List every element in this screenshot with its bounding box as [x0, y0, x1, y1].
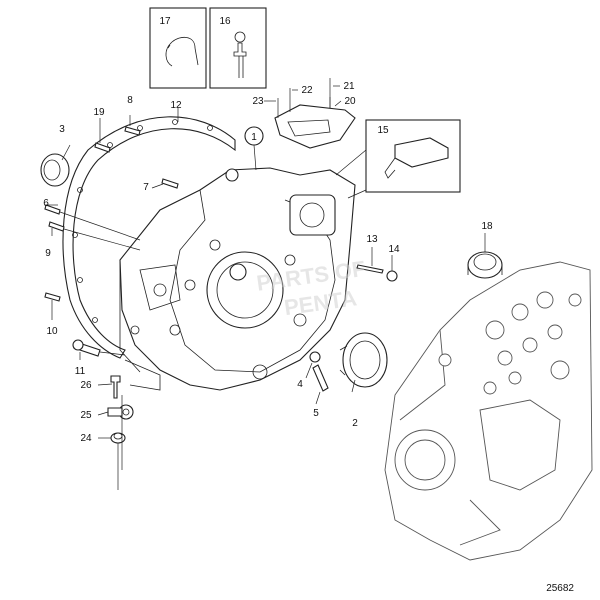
leader-lines: [46, 97, 486, 490]
callout-17: 17: [159, 16, 171, 27]
callout-16: 16: [219, 16, 231, 27]
callout-6: 6: [43, 198, 49, 209]
callout-8: 8: [127, 95, 133, 106]
plug: [467, 251, 503, 279]
callout-10: 10: [46, 326, 58, 337]
callout-26: 26: [80, 380, 92, 391]
callout-7: 7: [143, 182, 149, 193]
inset-15: [335, 119, 461, 199]
cover: [40, 153, 70, 187]
callout-12: 12: [170, 100, 182, 111]
callout-labels: 1 2 3 4 5 6 7 8 9 10 11 12 13 14 15 16 1…: [43, 16, 493, 444]
pin-13: [356, 264, 384, 274]
callout-13: 13: [366, 234, 378, 245]
nut-24: [110, 432, 126, 444]
callout-9: 9: [45, 248, 51, 259]
callout-15: 15: [377, 125, 389, 136]
callout-2: 2: [352, 418, 358, 429]
callout-21: 21: [343, 81, 355, 92]
plug-14: [386, 270, 398, 282]
figure-reference: 25682: [546, 583, 574, 594]
callout-11: 11: [75, 366, 86, 377]
bolts-left: [44, 126, 179, 357]
callout-14: 14: [388, 244, 400, 255]
callout-4: 4: [297, 379, 303, 390]
callout-5: 5: [313, 408, 319, 419]
clamp-25: [107, 404, 134, 420]
callout-22: 22: [301, 85, 313, 96]
timing-gear-housing: [119, 167, 356, 391]
bolts-4-5: [309, 351, 329, 392]
callout-3: 3: [59, 124, 65, 135]
callout-20: 20: [344, 96, 356, 107]
callout-23: 23: [252, 96, 264, 107]
engine-block: [384, 261, 593, 561]
callout-18: 18: [481, 221, 493, 232]
callout-1: 1: [251, 132, 257, 143]
callout-24: 24: [80, 433, 92, 444]
seal-ring: [339, 332, 388, 388]
bolt-26: [110, 375, 121, 399]
inset-17: [149, 7, 207, 89]
inset-16: [209, 7, 267, 89]
callout-19: 19: [93, 107, 105, 118]
callout-25: 25: [80, 410, 92, 421]
